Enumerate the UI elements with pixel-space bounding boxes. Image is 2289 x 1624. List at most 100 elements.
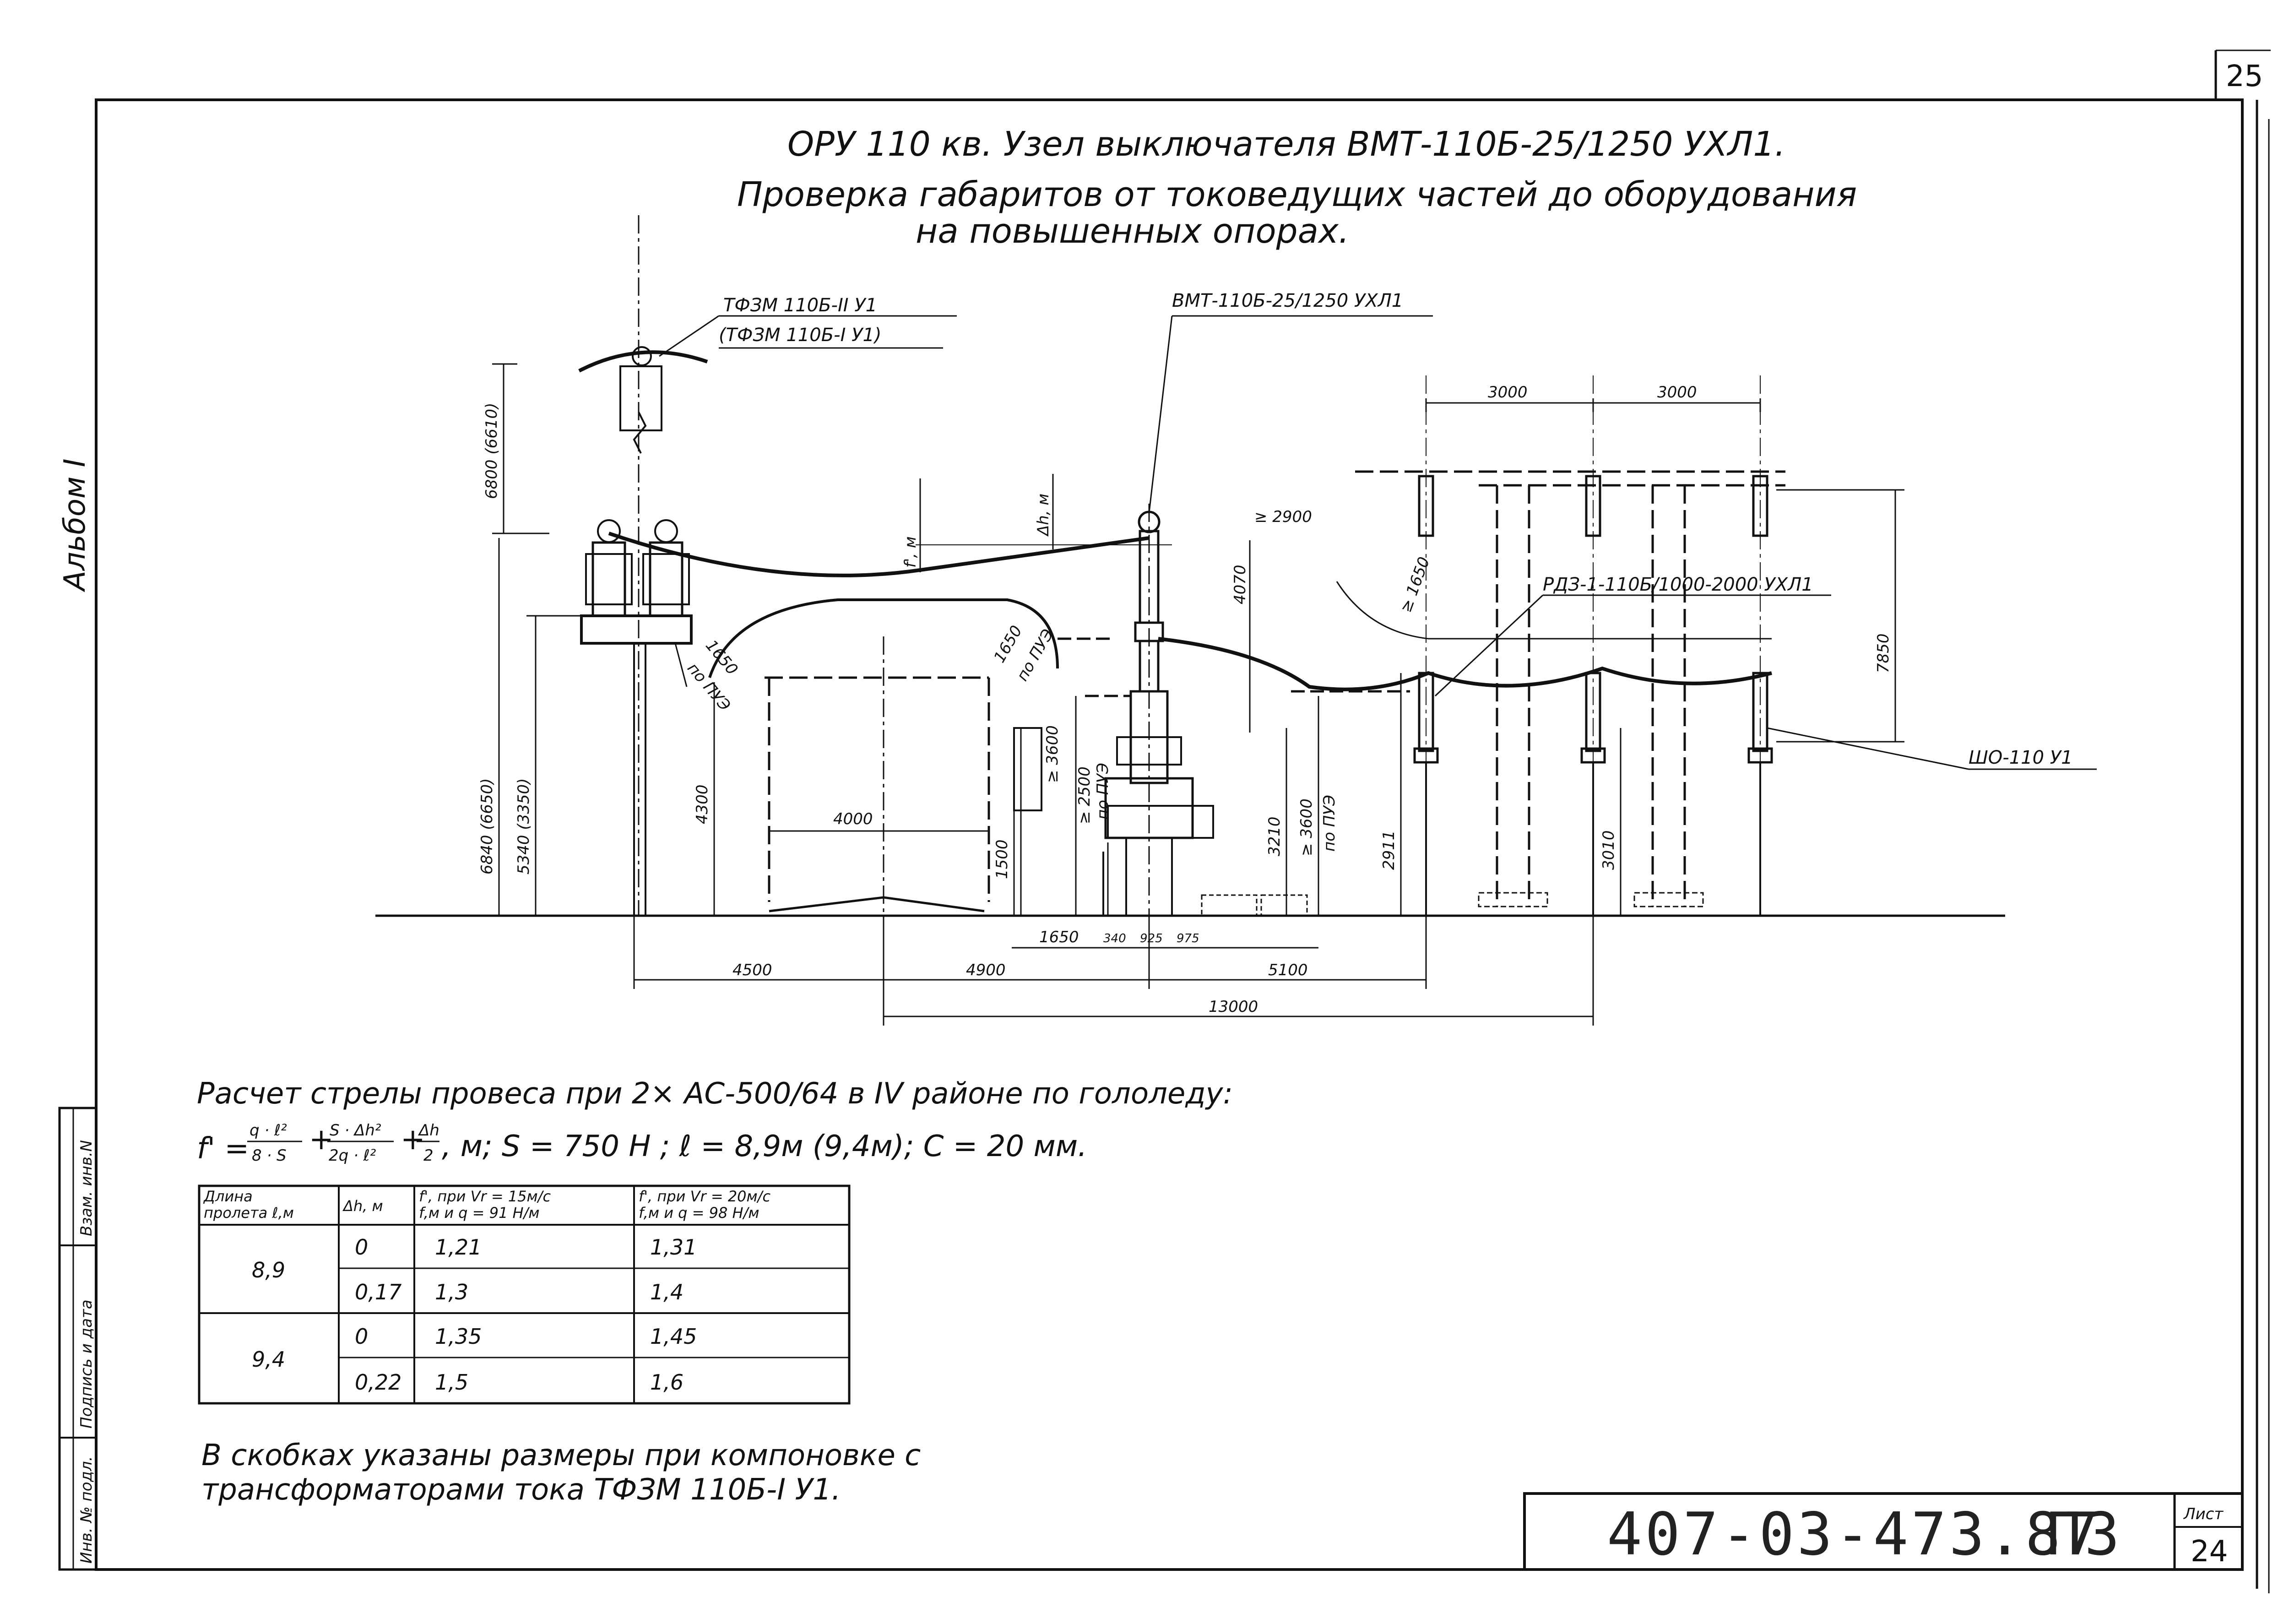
dim-dh-label: Δh, м <box>1034 494 1052 537</box>
title-block-sheet-number: 24 <box>2191 1535 2228 1569</box>
title-line-3: на повышенных опорах. <box>916 212 1349 251</box>
dim-4500: 4500 <box>732 961 772 979</box>
current-transformer-assembly <box>578 215 708 916</box>
dim-925: 925 <box>1140 932 1163 945</box>
ct-leader <box>659 315 719 357</box>
bus-insulator-leader <box>1767 727 1969 770</box>
dim-3000-b: 3000 <box>1657 383 1697 402</box>
clearance-bottom <box>769 896 985 912</box>
dim-5340: 5340 (3350) <box>515 778 533 874</box>
side-stamp-replaced-inv: Взам. инв.N <box>77 1140 96 1236</box>
dim-6840: 6840 (6650) <box>478 778 496 874</box>
calc-frac3-num: Δh <box>418 1121 439 1140</box>
footnote-line-2: трансформаторами тока ТФЗМ 110Б-I У1. <box>201 1473 841 1507</box>
th-f20-l2: f,м и q = 98 Н/м <box>639 1204 759 1222</box>
dim-3600-b: ≥ 3600 <box>1297 798 1316 856</box>
dim-f-label: f', м <box>901 536 920 568</box>
dim-2900: ≥ 2900 <box>1254 508 1312 526</box>
title-block <box>1523 1492 2244 1571</box>
dim-7850: 7850 <box>1874 633 1893 673</box>
clearance-arc-right <box>1336 581 1772 640</box>
ct-alt-label: (ТФЗМ 110Б-I У1) <box>719 325 882 346</box>
bus-insulator-label: ШО-110 У1 <box>1969 747 2073 768</box>
side-stamp-original-inv: Инв. № подл. <box>77 1456 96 1564</box>
dim-1650-bottom: 1650 <box>1039 928 1079 946</box>
table-span-1: 8,9 <box>252 1258 285 1282</box>
table-cell-f15-3: 1,35 <box>435 1324 482 1349</box>
title-line-2: Проверка габаритов от токоведущих частей… <box>737 175 1857 214</box>
th-span-l2: пролета ℓ,м <box>204 1204 294 1222</box>
calc-frac2-num: S · Δh² <box>330 1121 381 1140</box>
calc-plus-1: + <box>309 1123 334 1157</box>
disconnector-leader <box>1434 594 1544 697</box>
dim-2500: ≥ 2500 <box>1075 766 1094 824</box>
side-stamp <box>58 1107 98 1571</box>
breaker-assembly <box>1013 504 1308 917</box>
breaker-label: ВМТ-110Б-25/1250 УХЛ1 <box>1172 290 1403 311</box>
horizontal-dimension-lines <box>633 398 1761 1026</box>
dim-3000-a: 3000 <box>1488 383 1528 402</box>
vertical-dimension-lines <box>492 363 1904 916</box>
side-stamp-signature-date: Подпись и дата <box>77 1299 96 1428</box>
dim-3600-a: ≥ 3600 <box>1043 725 1062 783</box>
sheet-frame <box>95 98 2244 1571</box>
th-f15-l2: f,м и q = 91 Н/м <box>419 1204 540 1222</box>
table-cell-dh-4: 0,22 <box>355 1370 401 1395</box>
dim-13000: 13000 <box>1209 998 1258 1016</box>
dim-6800: 6800 (6610) <box>483 403 501 499</box>
dim-4070: 4070 <box>1231 565 1249 604</box>
title-block-doc-code: 407-03-473.87 <box>1607 1500 2101 1569</box>
sag-table <box>198 1184 851 1405</box>
dim-1500: 1500 <box>993 839 1011 879</box>
dim-1650-mid: 1650 <box>990 623 1026 666</box>
dim-5100: 5100 <box>1268 961 1308 979</box>
calc-frac1-num: q · ℓ² <box>250 1121 287 1140</box>
breaker-leader <box>1148 315 1173 513</box>
dim-3600-b-pue: по ПУЭ <box>1320 795 1339 852</box>
calc-frac3-den: 2 <box>423 1146 434 1165</box>
calc-frac2-den: 2q · ℓ² <box>329 1146 376 1165</box>
title-block-sheet-label: Лист <box>2183 1505 2224 1523</box>
title-block-section: ПЗ <box>2046 1500 2122 1569</box>
th-f20-l1: f', при Vr = 20м/с <box>639 1188 770 1205</box>
dim-3210: 3210 <box>1265 816 1284 856</box>
table-cell-dh-1: 0 <box>355 1235 368 1260</box>
clearance-arc-left <box>708 598 1059 678</box>
dim-1650-right: ≥ 1650 <box>1397 554 1434 615</box>
ct-main-label: ТФЗМ 110Б-II У1 <box>723 295 877 316</box>
calc-heading: Расчет стрелы провеса при 2× АС-500/64 в… <box>197 1077 1233 1111</box>
dim-4900: 4900 <box>966 961 1006 979</box>
table-cell-f15-2: 1,3 <box>435 1280 468 1304</box>
title-line-1: ОРУ 110 кв. Узел выключателя ВМТ-110Б-25… <box>787 125 1785 164</box>
dim-4300: 4300 <box>693 784 711 824</box>
album-label: Альбом I <box>58 458 92 592</box>
dim-975: 975 <box>1177 932 1199 945</box>
table-cell-dh-3: 0 <box>355 1324 368 1349</box>
table-cell-f20-2: 1,4 <box>650 1280 683 1304</box>
table-cell-f15-1: 1,21 <box>435 1235 482 1260</box>
table-cell-f15-4: 1,5 <box>435 1370 468 1395</box>
table-cell-f20-1: 1,31 <box>650 1235 697 1260</box>
disconnector-portal <box>1355 375 1785 916</box>
th-span-l1: Длина <box>203 1188 253 1205</box>
calc-params: , м; S = 750 Н ; ℓ = 8,9м (9,4м); С = 20… <box>442 1130 1087 1163</box>
dim-4000: 4000 <box>833 810 873 828</box>
dim-340: 340 <box>1103 932 1126 945</box>
conductor-span-right <box>1158 637 1773 691</box>
calc-plus-2: + <box>401 1123 425 1157</box>
table-span-2: 9,4 <box>252 1347 285 1372</box>
table-cell-f20-4: 1,6 <box>650 1370 683 1395</box>
dim-2911: 2911 <box>1380 830 1398 870</box>
footnote-line-1: В скобках указаны размеры при компоновке… <box>201 1439 921 1472</box>
conductor-span-left <box>608 532 1150 577</box>
table-cell-dh-2: 0,17 <box>355 1280 401 1304</box>
corner-sheet-number: 25 <box>2226 60 2263 93</box>
th-f15-l1: f', при Vr = 15м/с <box>419 1188 551 1205</box>
calc-frac1-den: 8 · S <box>252 1146 287 1165</box>
dim-2500-pue: по ПУЭ <box>1094 763 1112 820</box>
disconnector-label: РДЗ-1-110Б/1000-2000 УХЛ1 <box>1543 574 1813 595</box>
table-cell-f20-3: 1,45 <box>650 1324 697 1349</box>
th-dh: Δh, м <box>342 1197 383 1215</box>
dim-3010: 3010 <box>1600 830 1618 870</box>
